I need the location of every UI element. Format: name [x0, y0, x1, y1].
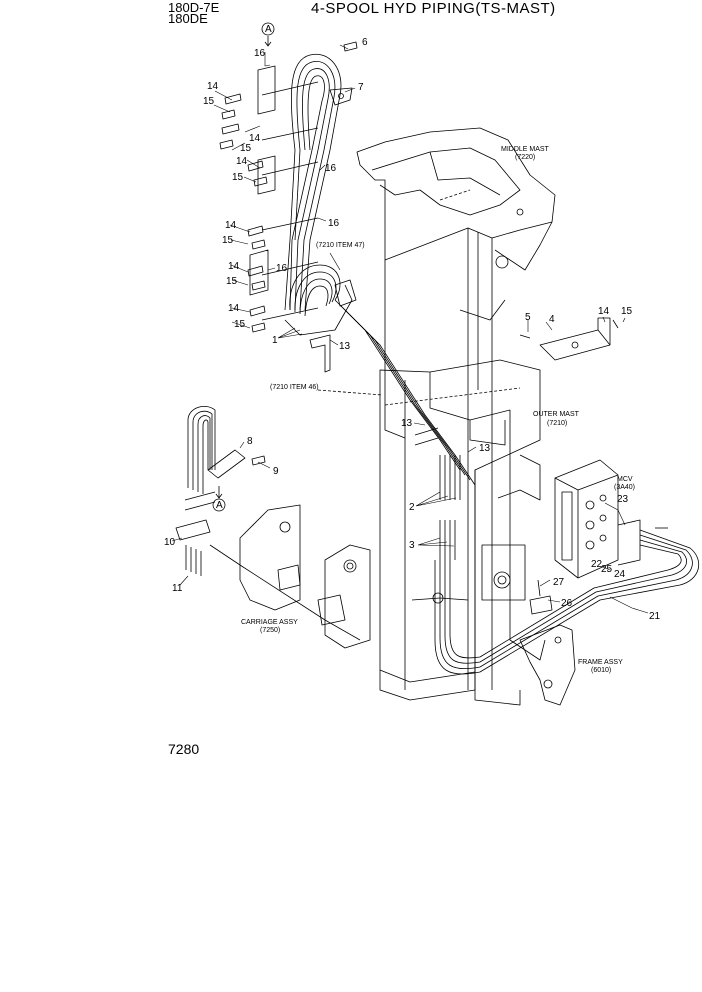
outer-mast: [379, 359, 546, 706]
callout-5: 5: [525, 312, 531, 323]
callout-14-f: 14: [228, 303, 240, 314]
callout-14-b: 14: [249, 133, 261, 144]
callout-9: 9: [273, 466, 279, 477]
callout-24: 24: [614, 569, 626, 580]
callout-4: 4: [549, 314, 555, 325]
callout-23: 23: [617, 494, 629, 505]
callout-3: 3: [409, 540, 415, 551]
callout-15-c: 15: [232, 172, 244, 183]
middle-mast-label: MIDDLE MAST: [501, 146, 550, 153]
callout-16-d: 16: [276, 263, 288, 274]
callout-13-b: 13: [401, 418, 413, 429]
callout-14-g: 14: [598, 306, 610, 317]
callout-6: 6: [362, 37, 368, 48]
middle-mast-ref: (7220): [515, 154, 535, 161]
callout-13-c: 13: [479, 443, 491, 454]
mast-fittings: [414, 427, 461, 560]
item47-label: (7210 ITEM 47): [316, 242, 365, 249]
callout-15-f: 15: [234, 319, 246, 330]
model-number-1: 180D-7E: [168, 0, 220, 15]
carriage-assy-label: CARRIAGE ASSY: [241, 619, 298, 626]
mcv-label: MCV: [617, 476, 633, 483]
item46-label: (7210 ITEM 46): [270, 384, 319, 391]
callout-22: 22: [591, 559, 603, 570]
callout-7: 7: [358, 82, 364, 93]
ref-a-inset: A: [216, 500, 223, 511]
outer-mast-label: OUTER MAST: [533, 411, 580, 418]
inset-hose-assembly: [175, 406, 246, 576]
bracket: [519, 317, 619, 361]
reference-a-circle-top: [261, 22, 275, 36]
callout-27: 27: [553, 577, 565, 588]
carriage-assy-part: [209, 504, 371, 649]
carriage-assy-ref: (7250): [260, 627, 280, 634]
page-title: 4-SPOOL HYD PIPING(TS-MAST): [311, 0, 556, 17]
middle-hose-bundle: [284, 264, 476, 486]
callout-21: 21: [649, 611, 661, 622]
callout-13-a: 13: [339, 341, 351, 352]
frame-assy-part: [519, 579, 576, 706]
callout-15-d: 15: [222, 235, 234, 246]
middle-mast: [356, 127, 556, 690]
callout-11: 11: [172, 583, 183, 594]
main-hose-run: [434, 529, 700, 675]
callout-10: 10: [164, 537, 176, 548]
callout-14-c: 14: [236, 156, 248, 167]
callout-25: 25: [601, 564, 613, 575]
callout-8: 8: [247, 436, 253, 447]
callout-14-d: 14: [225, 220, 237, 231]
callout-2: 2: [409, 502, 415, 513]
callout-16-c: 16: [328, 218, 340, 229]
callout-15-g: 15: [621, 306, 633, 317]
model-number-2: 180DE: [168, 11, 208, 26]
callout-1: 1: [272, 335, 278, 346]
callout-14-a: 14: [207, 81, 219, 92]
callout-14-e: 14: [228, 261, 240, 272]
outer-mast-ref: (7210): [547, 420, 567, 427]
bolts: [219, 41, 358, 466]
callout-16-a: 16: [254, 48, 266, 59]
ref-a-top: A: [265, 24, 272, 35]
callout-15-a: 15: [203, 96, 215, 107]
callout-15-b: 15: [240, 143, 252, 154]
frame-assy-label: FRAME ASSY: [578, 659, 623, 666]
mcv-ref: (3A40): [614, 484, 635, 491]
callout-26: 26: [561, 598, 573, 609]
frame-assy-ref: (6010): [591, 667, 611, 674]
page-code: 7280: [168, 741, 200, 757]
callout-16-b: 16: [325, 163, 337, 174]
pipe-clamps: [249, 65, 319, 321]
mcv-valve-block: [554, 459, 668, 579]
callout-15-e: 15: [226, 276, 238, 287]
reference-a-circle-inset: [212, 498, 226, 512]
upper-hose-bundle: [284, 53, 353, 311]
